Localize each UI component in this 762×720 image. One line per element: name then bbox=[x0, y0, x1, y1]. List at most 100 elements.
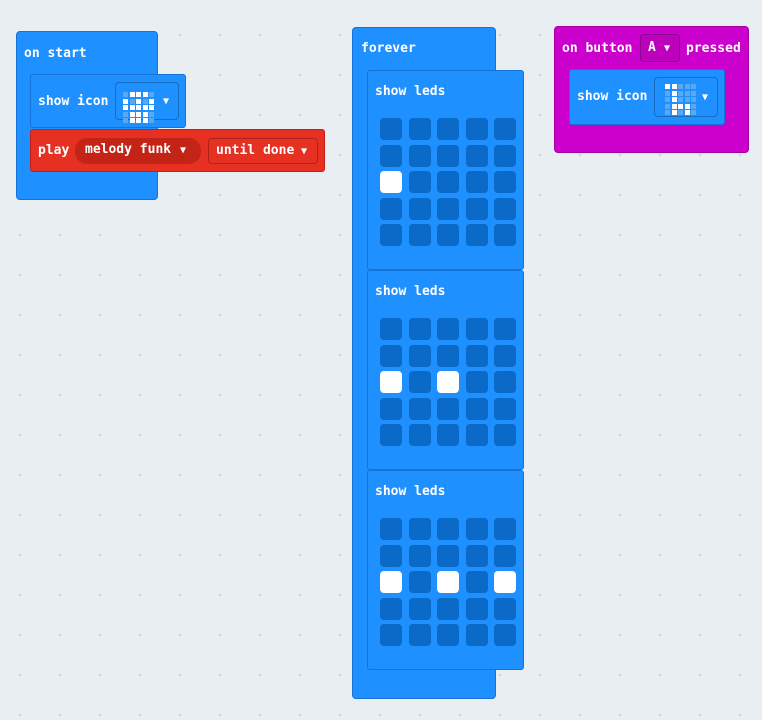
led-off[interactable] bbox=[437, 171, 459, 193]
led-off[interactable] bbox=[494, 424, 516, 446]
led-off[interactable] bbox=[408, 318, 431, 340]
led-off[interactable] bbox=[380, 518, 402, 540]
led-grid bbox=[380, 118, 520, 258]
led-on[interactable] bbox=[494, 571, 516, 593]
led-off[interactable] bbox=[494, 144, 516, 167]
led-off[interactable] bbox=[437, 197, 459, 220]
led-off[interactable] bbox=[465, 171, 488, 193]
led-off[interactable] bbox=[437, 397, 459, 420]
icon-dropdown[interactable]: ▼ bbox=[654, 77, 718, 117]
button-dropdown[interactable]: A ▼ bbox=[640, 34, 680, 62]
led-off[interactable] bbox=[465, 318, 488, 340]
led-off[interactable] bbox=[465, 344, 488, 367]
show-leds-label: show leds bbox=[375, 484, 446, 499]
led-off[interactable] bbox=[494, 118, 516, 140]
led-off[interactable] bbox=[437, 544, 459, 567]
show-leds-block[interactable]: show leds bbox=[367, 270, 524, 470]
led-off[interactable] bbox=[437, 597, 459, 620]
led-off[interactable] bbox=[380, 624, 402, 646]
led-off[interactable] bbox=[494, 171, 516, 193]
icon-pixel bbox=[149, 92, 154, 97]
until-done-dropdown[interactable]: until done ▼ bbox=[208, 138, 318, 164]
play-melody-block[interactable]: play melody funk ▼ until done ▼ bbox=[30, 129, 325, 172]
led-off[interactable] bbox=[437, 118, 459, 140]
led-off[interactable] bbox=[380, 544, 402, 567]
led-off[interactable] bbox=[465, 424, 488, 446]
show-leds-label: show leds bbox=[375, 84, 446, 99]
led-off[interactable] bbox=[465, 371, 488, 393]
led-off[interactable] bbox=[380, 144, 402, 167]
led-off[interactable] bbox=[437, 424, 459, 446]
icon-dropdown[interactable]: ▼ bbox=[115, 82, 179, 123]
led-off[interactable] bbox=[408, 397, 431, 420]
led-off[interactable] bbox=[494, 318, 516, 340]
icon-pixel bbox=[665, 84, 670, 89]
icon-pixel bbox=[123, 92, 128, 97]
led-off[interactable] bbox=[408, 171, 431, 193]
led-off[interactable] bbox=[465, 518, 488, 540]
led-off[interactable] bbox=[408, 518, 431, 540]
led-off[interactable] bbox=[494, 224, 516, 246]
led-off[interactable] bbox=[437, 144, 459, 167]
led-off[interactable] bbox=[408, 224, 431, 246]
led-off[interactable] bbox=[408, 544, 431, 567]
led-off[interactable] bbox=[494, 597, 516, 620]
led-off[interactable] bbox=[465, 224, 488, 246]
led-off[interactable] bbox=[465, 624, 488, 646]
led-off[interactable] bbox=[408, 624, 431, 646]
led-off[interactable] bbox=[437, 318, 459, 340]
icon-pixel bbox=[123, 98, 128, 104]
melody-dropdown[interactable]: melody funk ▼ bbox=[75, 138, 201, 164]
led-off[interactable] bbox=[494, 344, 516, 367]
led-off[interactable] bbox=[408, 118, 431, 140]
led-off[interactable] bbox=[465, 544, 488, 567]
icon-pixel bbox=[684, 90, 690, 96]
show-leds-label: show leds bbox=[375, 284, 446, 299]
led-off[interactable] bbox=[465, 397, 488, 420]
led-off[interactable] bbox=[494, 544, 516, 567]
led-off[interactable] bbox=[408, 197, 431, 220]
led-on[interactable] bbox=[380, 371, 402, 393]
until-done-value: until done bbox=[216, 143, 295, 158]
icon-pixel bbox=[691, 90, 696, 96]
led-off[interactable] bbox=[380, 197, 402, 220]
led-off[interactable] bbox=[380, 118, 402, 140]
led-on[interactable] bbox=[437, 571, 459, 593]
led-off[interactable] bbox=[380, 344, 402, 367]
led-off[interactable] bbox=[380, 597, 402, 620]
led-on[interactable] bbox=[380, 171, 402, 193]
led-off[interactable] bbox=[437, 518, 459, 540]
led-off[interactable] bbox=[465, 144, 488, 167]
show-leds-block[interactable]: show leds bbox=[367, 470, 524, 670]
led-grid bbox=[380, 518, 520, 658]
led-off[interactable] bbox=[408, 424, 431, 446]
show-icon-block[interactable]: show icon ▼ bbox=[30, 74, 186, 128]
led-off[interactable] bbox=[494, 397, 516, 420]
led-off[interactable] bbox=[494, 197, 516, 220]
led-off[interactable] bbox=[380, 224, 402, 246]
led-off[interactable] bbox=[494, 624, 516, 646]
led-off[interactable] bbox=[465, 197, 488, 220]
led-off[interactable] bbox=[437, 624, 459, 646]
led-off[interactable] bbox=[494, 518, 516, 540]
icon-pixel bbox=[136, 105, 141, 110]
led-off[interactable] bbox=[465, 118, 488, 140]
led-off[interactable] bbox=[437, 224, 459, 246]
led-on[interactable] bbox=[380, 571, 402, 593]
show-icon-block[interactable]: show icon ▼ bbox=[569, 69, 725, 125]
led-off[interactable] bbox=[380, 318, 402, 340]
led-off[interactable] bbox=[408, 571, 431, 593]
led-on[interactable] bbox=[437, 371, 459, 393]
led-off[interactable] bbox=[380, 397, 402, 420]
led-off[interactable] bbox=[380, 424, 402, 446]
led-off[interactable] bbox=[408, 371, 431, 393]
led-off[interactable] bbox=[437, 344, 459, 367]
led-off[interactable] bbox=[465, 597, 488, 620]
led-off[interactable] bbox=[494, 371, 516, 393]
icon-pixel bbox=[129, 111, 135, 117]
show-leds-block[interactable]: show leds bbox=[367, 70, 524, 270]
led-off[interactable] bbox=[408, 344, 431, 367]
led-off[interactable] bbox=[408, 597, 431, 620]
led-off[interactable] bbox=[408, 144, 431, 167]
led-off[interactable] bbox=[465, 571, 488, 593]
